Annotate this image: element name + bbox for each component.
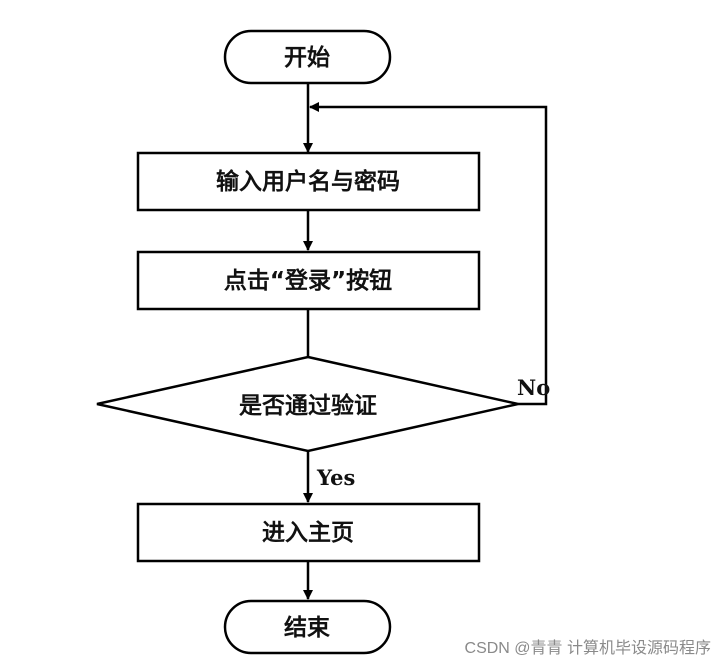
input-credentials-label: 输入用户名与密码 (216, 168, 400, 195)
end-node (223, 599, 392, 655)
yes-label: Yes (316, 465, 355, 490)
watermark-text: CSDN @青青 计算机毕设源码程序 (464, 640, 711, 657)
end-label: 结束 (284, 615, 331, 641)
input-credentials-node (136, 151, 481, 212)
arrow-no-loop (309, 102, 548, 406)
no-label: No (517, 375, 550, 400)
home-label: 进入主页 (262, 520, 354, 546)
decision-label: 是否通过验证 (239, 392, 377, 419)
start-label: 开始 (284, 44, 330, 71)
click-login-label: 点击“登录”按钮 (224, 267, 392, 294)
